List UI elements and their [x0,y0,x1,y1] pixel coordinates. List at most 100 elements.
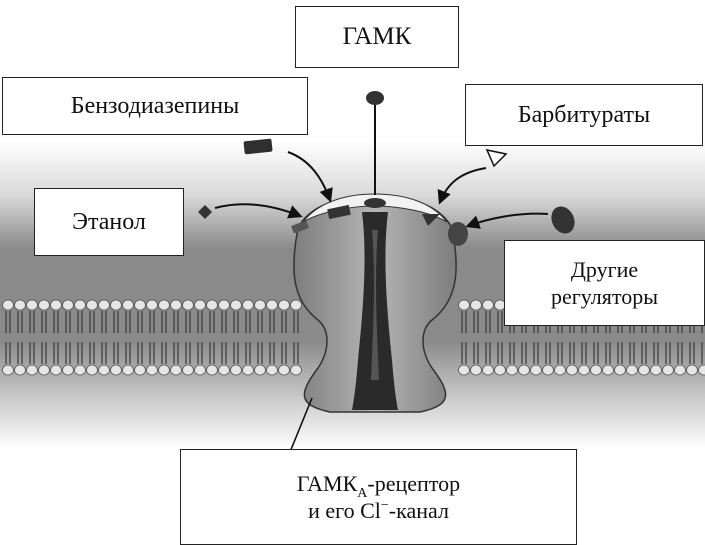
lipid-head [578,364,590,376]
lipid-head [290,364,302,376]
barbiturate-molecule [485,148,508,168]
lipid-head [218,364,230,376]
lipid-tail [245,311,251,333]
lipid-tail [269,311,275,333]
lipid-head [14,299,26,311]
other-regulator-binding-site [448,222,468,246]
lipid-head [230,364,242,376]
lipid-head [686,364,698,376]
lipid-tail [497,342,503,364]
lipid-tail [269,342,275,364]
lipid-head [566,364,578,376]
lipid-tail [245,342,251,364]
gaba-label: ГАМК [295,6,459,68]
other-regulator-molecule [551,206,575,234]
lipid-tail [161,342,167,364]
lipid-head [638,364,650,376]
lipid-head [62,299,74,311]
barbiturate-arrow [437,167,487,205]
lipid-head [86,299,98,311]
lipid-head [662,364,674,376]
lipid-head [650,364,662,376]
lipid-tail [545,342,551,364]
lipid-head [26,364,38,376]
lipid-tail [293,342,299,364]
lipid-tail [77,342,83,364]
ethanol-molecule [198,205,212,219]
lipid-tail [617,342,623,364]
lipid-tail [125,342,131,364]
lipid-head [62,364,74,376]
lipid-head [38,299,50,311]
lipid-head [278,299,290,311]
lipid-tail [29,311,35,333]
gaba-molecule [366,91,384,105]
lipid-tail [17,342,23,364]
lipid-tail [461,342,467,364]
gaba-a-receptor-label: ГАМКА-рецептор и его Cl−-канал [180,449,577,545]
lipid-head [242,364,254,376]
benzodiazepine-molecule [243,138,273,155]
lipid-head [626,364,638,376]
lipid-tail [281,311,287,333]
ethanol-binding-site [291,220,309,234]
lipid-head [170,299,182,311]
lipid-tail [185,342,191,364]
lipid-head [518,364,530,376]
lipid-tail [137,311,143,333]
lipid-head [254,299,266,311]
lipid-tail [173,342,179,364]
lipid-tail [5,342,11,364]
benzodiazepines-label: Бензодиазепины [2,77,308,135]
lipid-head [182,364,194,376]
lipid-tail [41,311,47,333]
lipid-tail [485,311,491,333]
lipid-tail [17,311,23,333]
lipid-head [38,364,50,376]
lipid-tail [293,311,299,333]
lipid-tail [149,311,155,333]
lipid-tail [473,342,479,364]
barbiturate-binding-site [422,214,440,226]
lipid-tail [65,342,71,364]
lipid-tail [101,342,107,364]
lipid-head [158,299,170,311]
lipid-head [266,299,278,311]
lipid-tail [173,311,179,333]
benzodiazepine-binding-site [327,204,351,220]
lipid-head [554,364,566,376]
lipid-head [482,299,494,311]
lipid-head [122,364,134,376]
lipid-head [110,299,122,311]
lipid-head [602,364,614,376]
pore-highlight [371,230,379,380]
lipid-head [266,364,278,376]
lipid-head [206,364,218,376]
lipid-head [530,364,542,376]
lipid-head [134,364,146,376]
lipid-head [98,299,110,311]
receptor-pointer-line [289,397,313,453]
other-regulator-arrow [465,212,549,229]
lipid-tail [125,311,131,333]
lipid-head [194,299,206,311]
lipid-head [290,299,302,311]
other-regulators-label: Другие регуляторы [504,240,705,326]
lipid-tail [53,342,59,364]
lipid-tail [77,311,83,333]
lipid-head [50,364,62,376]
lipid-head [74,299,86,311]
lipid-tail [113,311,119,333]
barbiturates-label: Барбитураты [465,84,703,146]
lipid-head [458,364,470,376]
lipid-tail [569,342,575,364]
lipid-tail [233,342,239,364]
lipid-head [230,299,242,311]
lipid-tail [29,342,35,364]
gaba-binding-site [364,198,386,208]
lipid-tail [221,342,227,364]
lipid-head [674,364,686,376]
lipid-head [146,299,158,311]
lipid-tail [233,311,239,333]
